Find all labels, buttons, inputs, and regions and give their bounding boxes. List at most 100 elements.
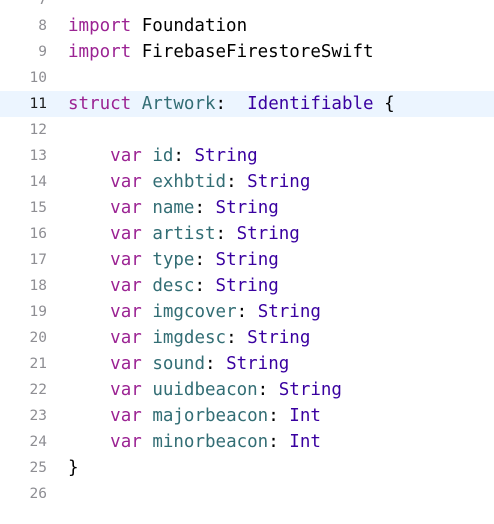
code-line[interactable]: 19 var imgcover: String	[0, 299, 494, 325]
line-number: 16	[29, 226, 47, 242]
code-text: var artist: String	[68, 221, 300, 247]
code-token-text	[68, 146, 110, 166]
line-number: 25	[29, 460, 47, 476]
code-token-text	[68, 302, 110, 322]
code-line[interactable]: 16 var artist: String	[0, 221, 494, 247]
code-line[interactable]: 24 var minorbeacon: Int	[0, 429, 494, 455]
line-number: 20	[29, 330, 47, 346]
code-line[interactable]: 10	[0, 65, 494, 91]
code-line[interactable]: 25}	[0, 455, 494, 481]
code-line[interactable]: 8 import Foundation	[0, 13, 494, 39]
code-line[interactable]: 26	[0, 481, 494, 507]
code-text: var minorbeacon: Int	[68, 429, 321, 455]
code-line[interactable]: 13 var id: String	[0, 143, 494, 169]
code-token-identifier: sound	[152, 354, 205, 374]
code-token-type: String	[278, 380, 342, 400]
code-line[interactable]: 18 var desc: String	[0, 273, 494, 299]
code-token-text	[68, 432, 110, 452]
code-token-text: :	[194, 250, 216, 270]
code-token-keyword: var	[110, 224, 142, 244]
code-token-type: String	[247, 328, 311, 348]
code-token-text: FirebaseFirestoreSwift	[131, 42, 374, 62]
code-token-type: String	[236, 224, 300, 244]
code-token-keyword: var	[110, 380, 142, 400]
code-token-text: :	[268, 432, 290, 452]
code-text: import FirebaseFirestoreSwift	[68, 39, 374, 65]
code-line[interactable]: 15 var name: String	[0, 195, 494, 221]
code-token-text	[142, 406, 153, 426]
code-token-text	[68, 380, 110, 400]
code-token-text	[142, 146, 153, 166]
code-token-identifier: imgdesc	[152, 328, 227, 348]
code-token-text: Foundation	[131, 16, 248, 36]
code-token-text: :	[226, 328, 248, 348]
code-text: struct Artwork: Identifiable {	[68, 91, 395, 117]
code-token-keyword: var	[110, 276, 142, 296]
code-token-text	[68, 406, 110, 426]
code-token-text: :	[205, 354, 227, 374]
code-token-text: {	[373, 94, 395, 114]
code-token-identifier: uuidbeacon	[152, 380, 258, 400]
code-token-identifier: imgcover	[152, 302, 237, 322]
code-token-text: :	[215, 94, 248, 114]
code-line[interactable]: 7	[0, 0, 494, 13]
code-token-identifier: minorbeacon	[152, 432, 269, 452]
code-token-text	[68, 224, 110, 244]
code-token-keyword: struct	[68, 94, 132, 114]
code-token-text	[131, 94, 142, 114]
code-line[interactable]: 22 var uuidbeacon: String	[0, 377, 494, 403]
code-token-text	[142, 172, 153, 192]
code-token-type: Int	[289, 432, 321, 452]
code-text: var desc: String	[68, 273, 279, 299]
code-token-type: String	[215, 198, 279, 218]
code-token-type: String	[215, 250, 279, 270]
code-token-identifier: majorbeacon	[152, 406, 269, 426]
code-token-type: Identifiable	[247, 94, 374, 114]
line-number: 8	[38, 18, 47, 34]
line-number: 17	[29, 252, 47, 268]
code-text: var uuidbeacon: String	[68, 377, 342, 403]
code-token-text	[68, 328, 110, 348]
line-number: 19	[29, 304, 47, 320]
code-token-keyword: var	[110, 406, 142, 426]
code-line[interactable]: 14 var exhbtid: String	[0, 169, 494, 195]
code-line[interactable]: 20 var imgdesc: String	[0, 325, 494, 351]
code-token-keyword: import	[68, 42, 132, 62]
code-token-text: :	[194, 276, 216, 296]
code-line[interactable]: 23 var majorbeacon: Int	[0, 403, 494, 429]
code-token-text: :	[236, 302, 258, 322]
line-number: 14	[29, 174, 47, 190]
code-token-keyword: import	[68, 16, 132, 36]
code-line[interactable]: 11 struct Artwork: Identifiable {	[0, 91, 494, 117]
code-token-text	[142, 432, 153, 452]
code-text: var id: String	[68, 143, 258, 169]
code-token-text: :	[226, 172, 248, 192]
code-token-text	[142, 224, 153, 244]
code-token-type: String	[247, 172, 311, 192]
line-number: 13	[29, 148, 47, 164]
code-line[interactable]: 21 var sound: String	[0, 351, 494, 377]
code-line[interactable]: 12	[0, 117, 494, 143]
code-token-text	[68, 354, 110, 374]
code-token-type: Int	[289, 406, 321, 426]
code-token-keyword: var	[110, 354, 142, 374]
line-number: 7	[38, 0, 47, 8]
code-token-text	[142, 198, 153, 218]
line-number: 15	[29, 200, 47, 216]
code-token-keyword: var	[110, 432, 142, 452]
line-number: 10	[29, 70, 47, 86]
code-token-text: :	[194, 198, 216, 218]
code-text: }	[68, 455, 79, 481]
code-token-text: :	[215, 224, 237, 244]
code-token-identifier: name	[152, 198, 195, 218]
line-number: 11	[29, 96, 47, 112]
line-number: 24	[29, 434, 47, 450]
code-token-text: }	[68, 458, 79, 478]
code-token-keyword: var	[110, 146, 142, 166]
code-token-keyword: var	[110, 302, 142, 322]
code-line[interactable]: 17 var type: String	[0, 247, 494, 273]
code-text: import Foundation	[68, 13, 247, 39]
code-token-type: String	[257, 302, 321, 322]
